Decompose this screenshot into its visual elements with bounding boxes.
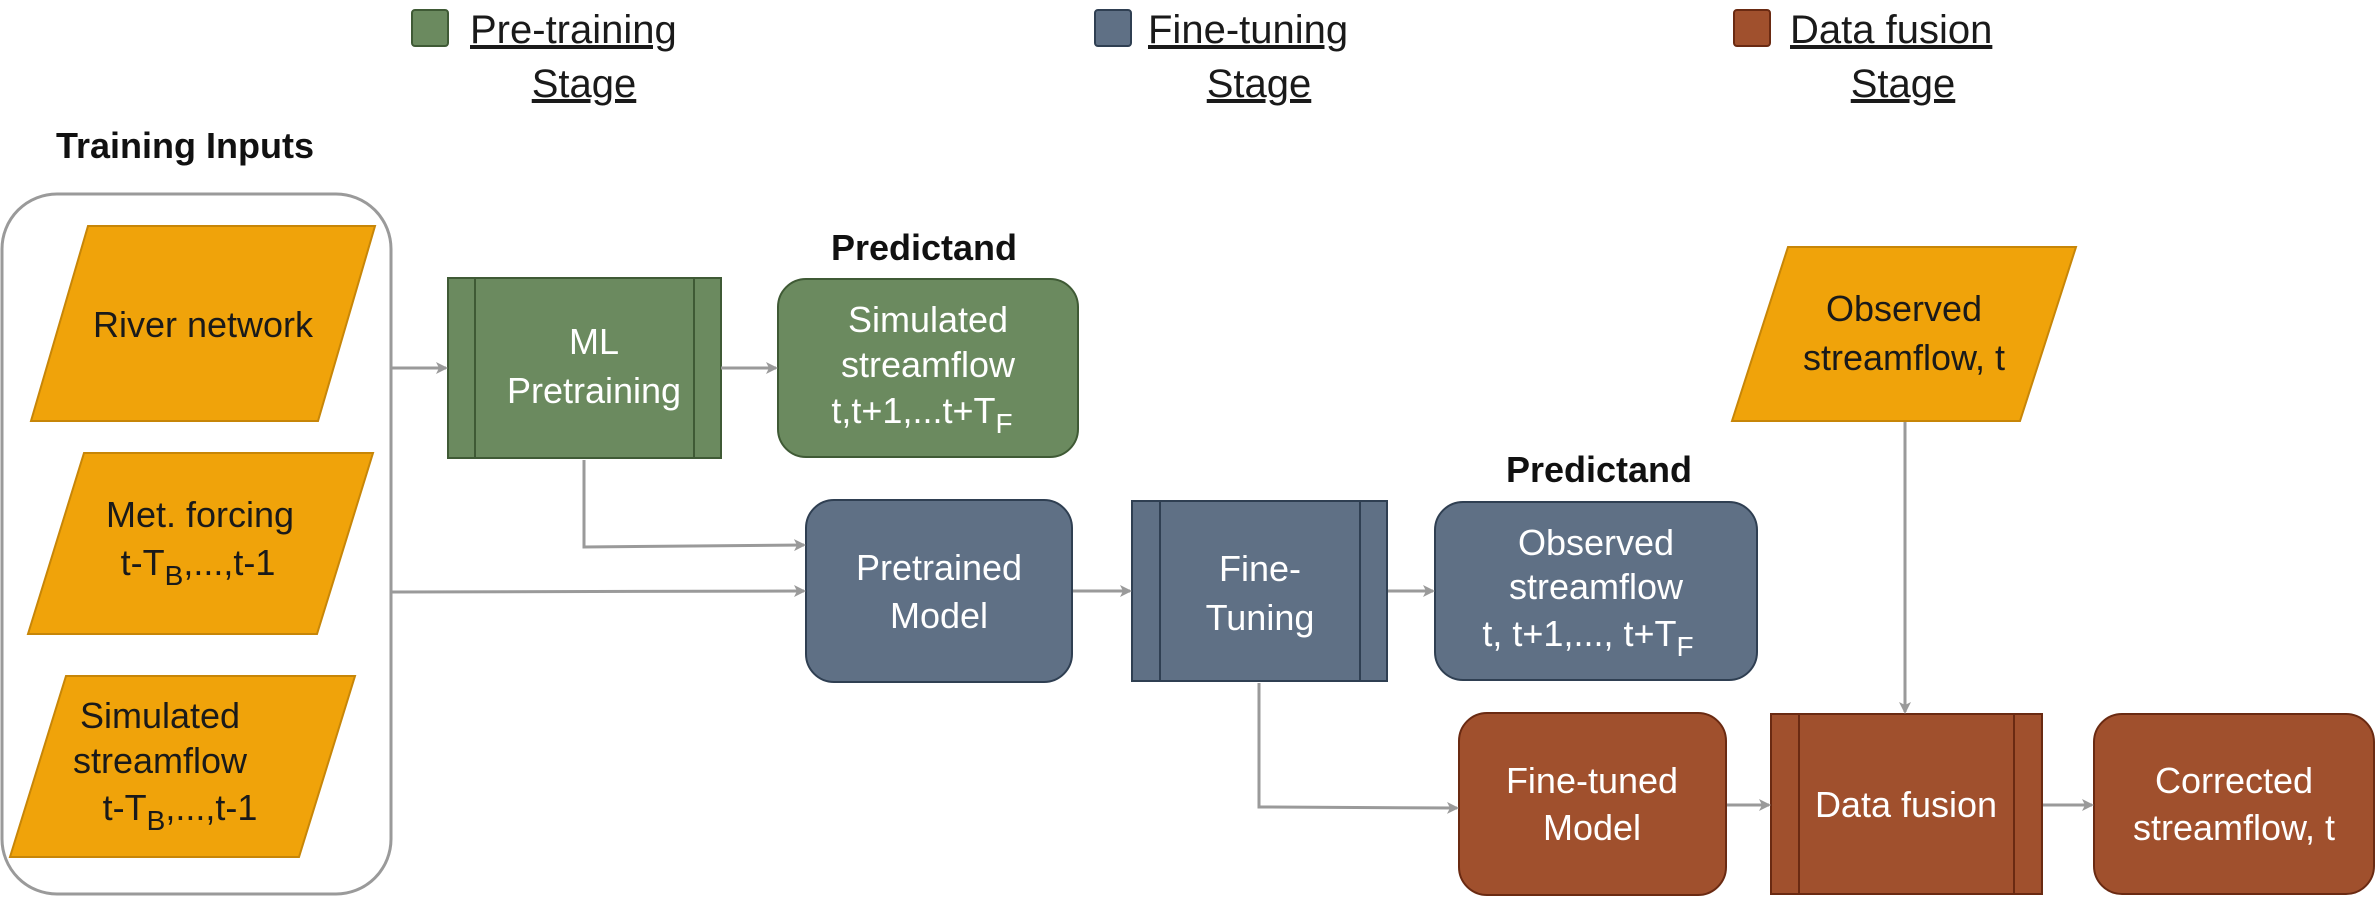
observed-streamflow-output: Observed streamflow t, t+1,..., t+TF — [1434, 501, 1758, 681]
observed-output-label-1: Observed — [1518, 522, 1674, 563]
fine-tuning-process: Fine- Tuning — [1131, 500, 1388, 682]
ml-pretraining-label-2: Pretraining — [507, 370, 681, 411]
simulated-streamflow-output: Simulated streamflow t,t+1,...t+TF — [777, 278, 1079, 458]
arrow-finetuning-to-finetuned-model — [1257, 683, 1459, 814]
simulated-output-label-1: Simulated — [848, 299, 1008, 340]
fine-tuned-model-label-2: Model — [1543, 807, 1641, 848]
legend-label-fusion-stage: Stage — [1851, 62, 1956, 106]
simulated-output-label-2: streamflow — [841, 344, 1016, 385]
simulated-output-range: t,t+1,...t+TF — [831, 390, 1012, 439]
input-simulated-streamflow-label-2: streamflow — [73, 740, 248, 781]
legend-swatch-finetuning — [1094, 9, 1132, 47]
fine-tuning-label-2: Tuning — [1206, 597, 1315, 638]
fine-tuning-label-1: Fine- — [1219, 548, 1301, 589]
input-river-network-label: River network — [93, 304, 314, 345]
legend-swatch-pretraining — [411, 9, 449, 47]
arrow-inputs-to-pretrained-model — [391, 585, 806, 598]
arrow-pretraining-to-pretrained-model — [582, 460, 806, 552]
corrected-output-label-1: Corrected — [2155, 760, 2313, 801]
input-met-forcing-label: Met. forcing — [106, 494, 294, 535]
predictand-heading-2: Predictand — [1506, 449, 1692, 490]
input-observed-streamflow: Observed streamflow, t — [1730, 246, 2078, 422]
pretrained-model-label-2: Model — [890, 595, 988, 636]
legend-label-finetuning: Fine-tuning — [1148, 8, 1348, 52]
input-observed-streamflow-label-1: Observed — [1826, 288, 1982, 329]
legend-pretraining: Pre-training Stage — [411, 8, 677, 106]
legend-finetuning: Fine-tuning Stage — [1094, 8, 1348, 106]
corrected-streamflow-output: Corrected streamflow, t — [2093, 713, 2375, 895]
training-inputs-heading: Training Inputs — [56, 125, 314, 166]
predictand-heading-1: Predictand — [831, 227, 1017, 268]
corrected-output-label-2: streamflow, t — [2133, 807, 2335, 848]
input-river-network: River network — [29, 225, 377, 422]
input-met-forcing-range: t-TB,...,t-1 — [121, 542, 276, 591]
input-met-forcing: Met. forcing t-TB,...,t-1 — [26, 452, 375, 635]
ml-pretraining-label-1: ML — [569, 321, 619, 362]
ml-pretraining-process: ML Pretraining — [447, 277, 722, 459]
input-simulated-streamflow-range: t-TB,...,t-1 — [103, 787, 258, 836]
legend-swatch-fusion — [1733, 9, 1771, 47]
observed-output-label-2: streamflow — [1509, 566, 1684, 607]
data-fusion-process: Data fusion — [1770, 713, 2043, 895]
legend-label-pretraining-stage: Stage — [532, 62, 637, 106]
observed-output-range: t, t+1,..., t+TF — [1482, 613, 1693, 662]
legend-label-fusion: Data fusion — [1790, 8, 1992, 52]
data-fusion-label: Data fusion — [1815, 784, 1997, 825]
legend-label-pretraining: Pre-training — [470, 8, 677, 52]
input-simulated-streamflow-label-1: Simulated — [80, 695, 240, 736]
pretrained-model: Pretrained Model — [805, 499, 1073, 683]
fine-tuned-model: Fine-tuned Model — [1458, 712, 1727, 896]
fine-tuned-model-label-1: Fine-tuned — [1506, 760, 1678, 801]
pretrained-model-label-1: Pretrained — [856, 547, 1022, 588]
legend-label-finetuning-stage: Stage — [1207, 62, 1312, 106]
input-observed-streamflow-label-2: streamflow, t — [1803, 337, 2005, 378]
legend-fusion: Data fusion Stage — [1733, 8, 1992, 106]
input-simulated-streamflow: Simulated streamflow t-TB,...,t-1 — [8, 675, 357, 858]
